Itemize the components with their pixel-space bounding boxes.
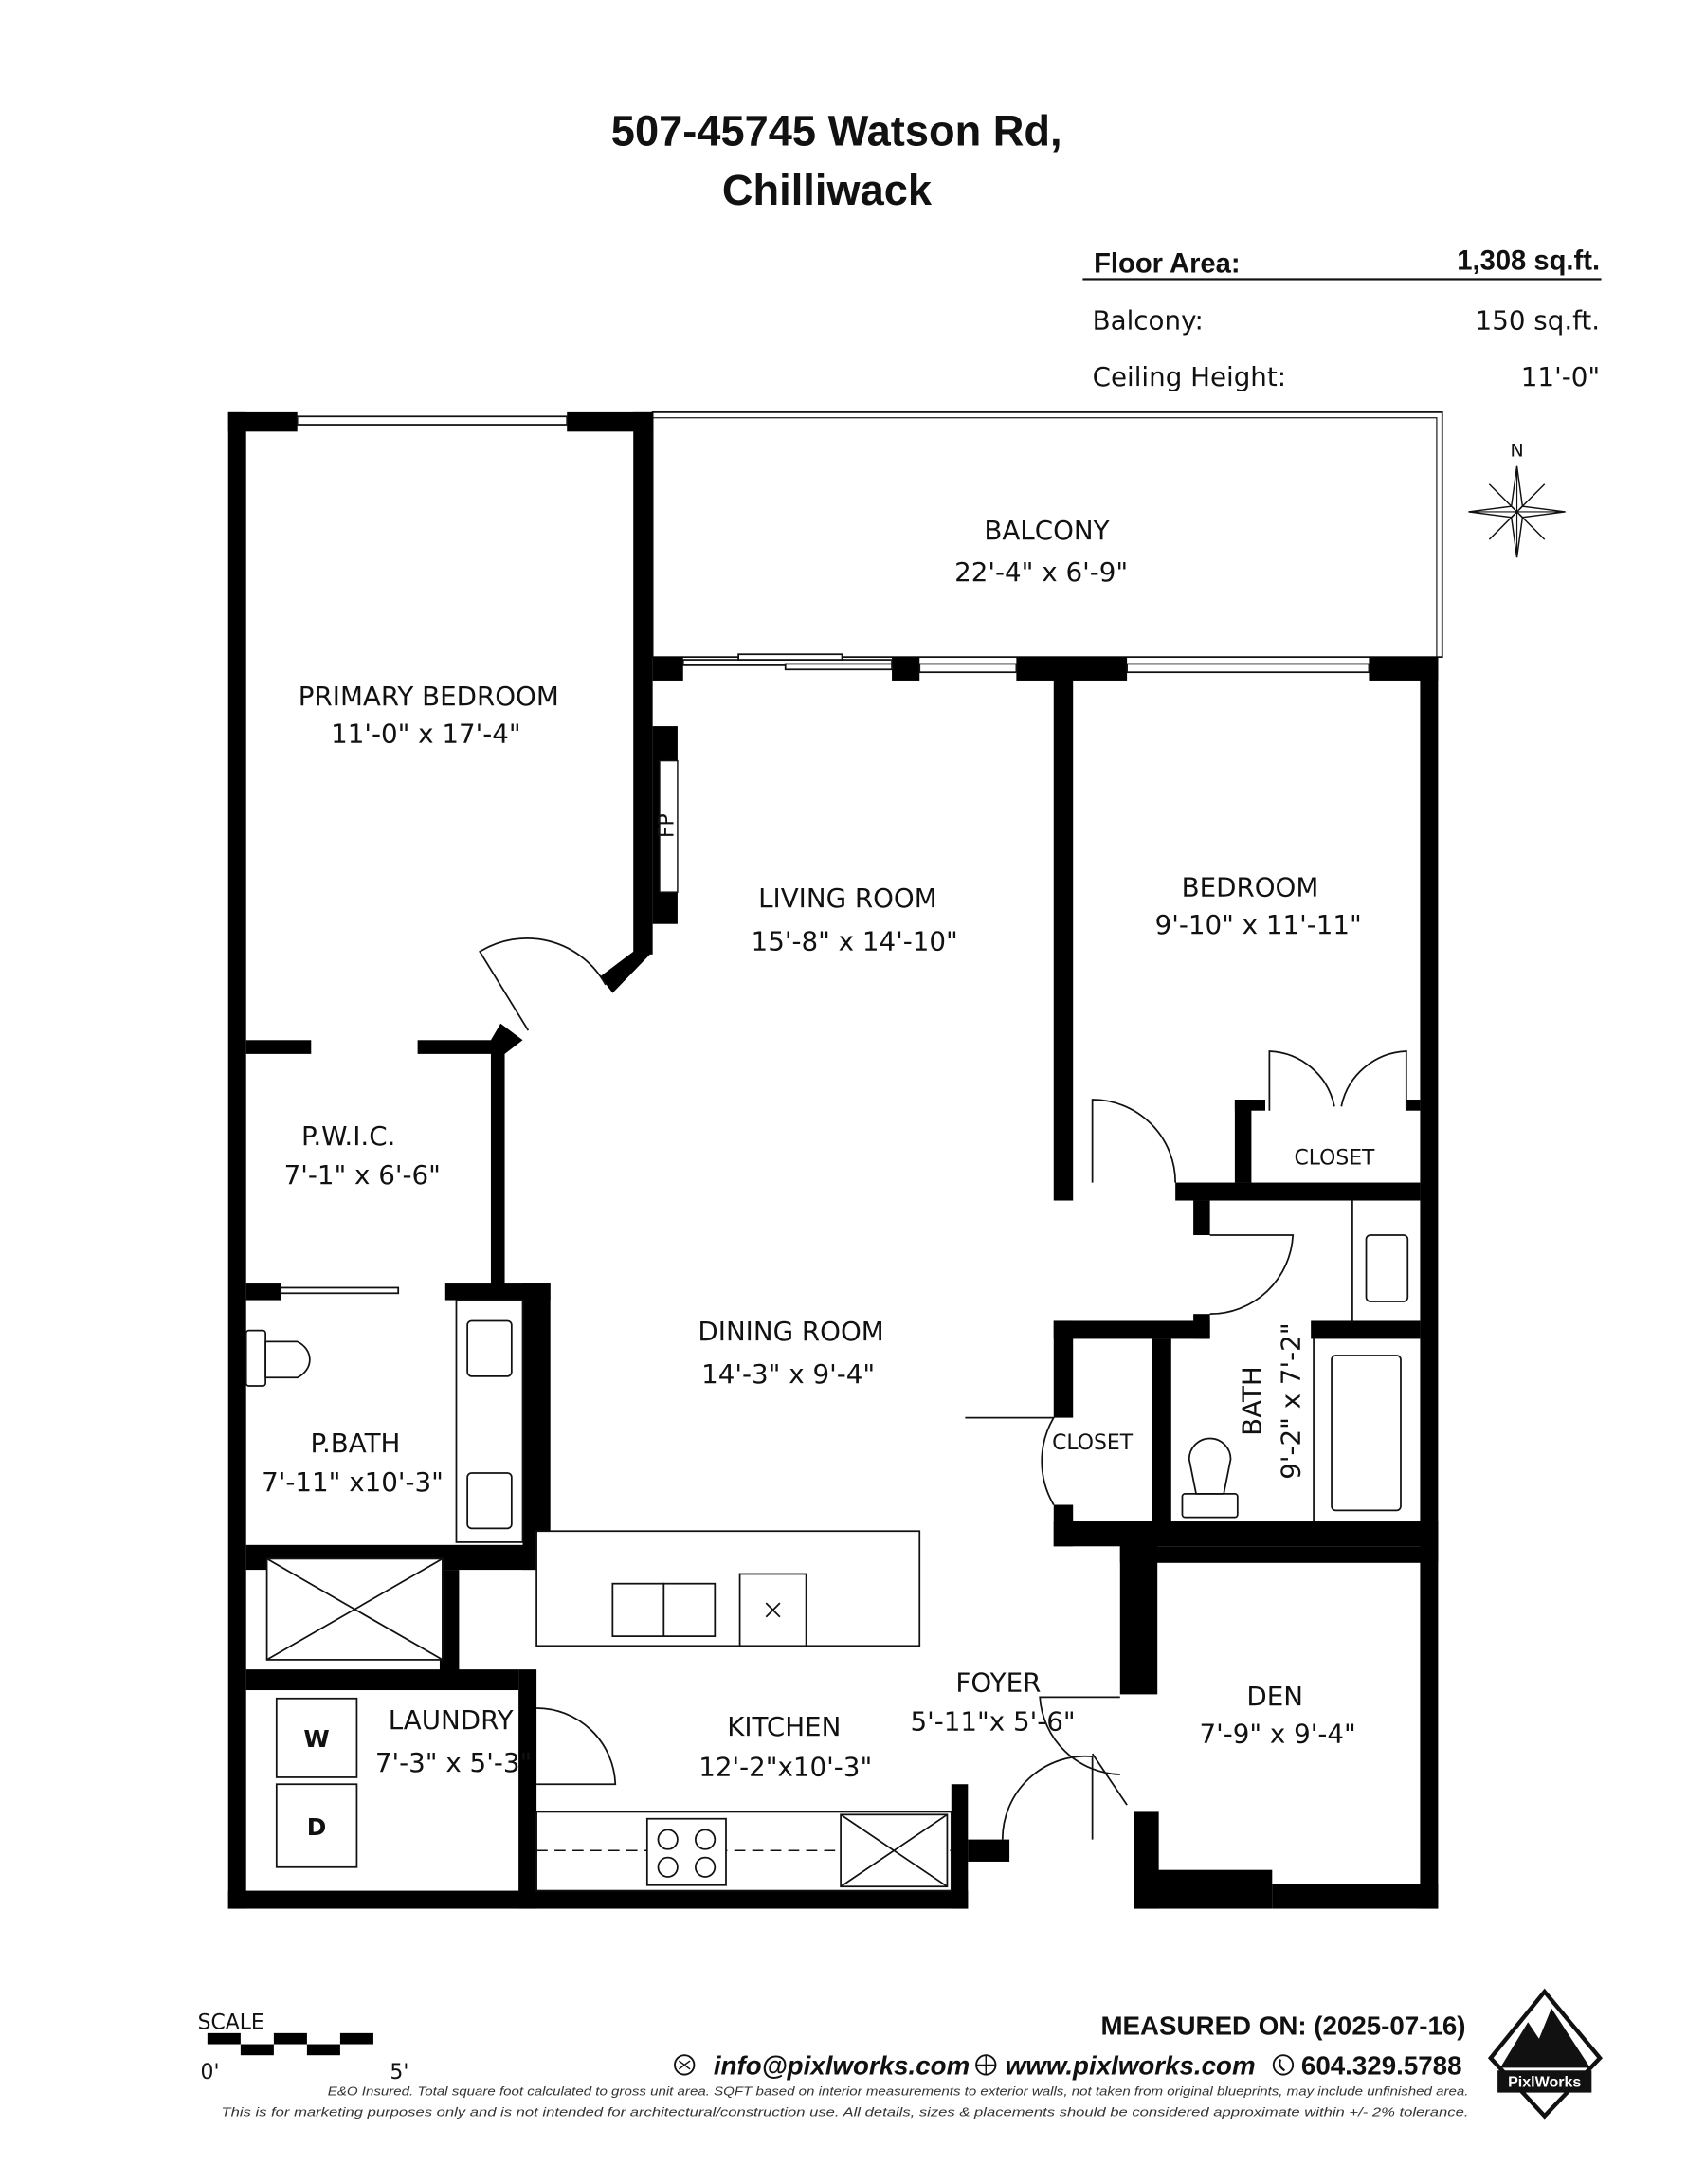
- doors: [479, 937, 1407, 1840]
- walls: [227, 411, 1439, 1909]
- primary-bedroom-name: PRIMARY BEDROOM: [299, 681, 559, 712]
- contact-phone: 604.329.5788: [1301, 2051, 1462, 2081]
- scale-end: 5': [390, 2061, 408, 2084]
- disclaimer-line-1: E&O Insured. Total square foot calculate…: [328, 2084, 1469, 2099]
- p-bath-name: P.BATH: [311, 1428, 401, 1459]
- stove-icon: [645, 1817, 727, 1886]
- logo-text: PixlWorks: [1508, 2074, 1581, 2091]
- bedroom-name: BEDROOM: [1182, 872, 1319, 903]
- dining-room-size: 14'-3" x 9'-4": [701, 1358, 875, 1390]
- measured-on: MEASURED ON: (2025-07-16): [1100, 2011, 1465, 2040]
- north-label: N: [1510, 441, 1523, 462]
- foyer-name: FOYER: [955, 1666, 1041, 1698]
- phone-icon: [1272, 2054, 1295, 2076]
- balcony-name: BALCONY: [984, 515, 1109, 546]
- bath-name: BATH: [1237, 1366, 1268, 1436]
- contact-email: info@pixlworks.com: [714, 2051, 970, 2081]
- den-name: DEN: [1246, 1681, 1303, 1712]
- globe-icon: [975, 2054, 997, 2076]
- pixlworks-logo: PixlWorks: [1487, 1988, 1604, 2120]
- toilet-icon: [245, 1329, 311, 1387]
- foyer-size: 5'-11"x 5'-6": [911, 1705, 1076, 1737]
- pwic-name: P.W.I.C.: [301, 1120, 395, 1152]
- ceiling-height-label: Ceiling Height:: [1093, 361, 1286, 392]
- toilet-icon: [1181, 1437, 1239, 1519]
- kitchen-name: KITCHEN: [727, 1711, 841, 1742]
- balcony-area-label: Balcony:: [1093, 304, 1204, 336]
- laundry-size: 7'-3" x 5'-3": [375, 1747, 532, 1778]
- area-table: Floor Area: 1,308 sq.ft. Balcony: 150 sq…: [1082, 246, 1602, 392]
- scale-bar: SCALE 0' 5': [198, 2011, 409, 2084]
- address-line-2: Chilliwack: [722, 166, 933, 214]
- fixtures: W D: [245, 1200, 1409, 1892]
- kitchen-island: [535, 1530, 921, 1647]
- bath-size: 9'-2" x 7'-2": [1275, 1322, 1306, 1479]
- scale-label: SCALE: [198, 2011, 264, 2034]
- laundry-name: LAUNDRY: [389, 1704, 514, 1736]
- den-size: 7'-9" x 9'-4": [1199, 1718, 1355, 1749]
- balcony-size: 22'-4" x 6'-9": [954, 556, 1128, 588]
- dryer-label: D: [307, 1813, 327, 1841]
- email-icon: [674, 2054, 696, 2076]
- bedroom-closet-name: CLOSET: [1294, 1147, 1375, 1171]
- address-line-1: 507-45745 Watson Rd,: [611, 106, 1062, 155]
- washer-label: W: [303, 1725, 329, 1753]
- primary-bedroom-size: 11'-0" x 17'-4": [331, 719, 521, 750]
- bathtub-icon: [1331, 1355, 1402, 1512]
- dining-room-name: DINING ROOM: [698, 1316, 883, 1347]
- windows: [280, 415, 1370, 1295]
- kitchen-sink-icon: [611, 1582, 665, 1637]
- hall-closet-name: CLOSET: [1052, 1431, 1134, 1455]
- disclaimer-line-2: This is for marketing purposes only and …: [221, 2104, 1468, 2119]
- ceiling-height-value: 11'-0": [1521, 361, 1600, 392]
- pwic-size: 7'-1" x 6'-6": [284, 1159, 441, 1191]
- floor-area-value: 1,308 sq.ft.: [1457, 246, 1600, 277]
- bath-sink-icon: [1365, 1234, 1409, 1302]
- bedroom-size: 9'-10" x 11'-11": [1155, 909, 1362, 940]
- p-bath-size: 7'-11" x10'-3": [262, 1466, 444, 1498]
- fireplace-label: FP: [656, 813, 680, 838]
- floor-area-label: Floor Area:: [1094, 249, 1241, 280]
- living-room-name: LIVING ROOM: [758, 883, 937, 914]
- contact-website: www.pixlworks.com: [1006, 2051, 1256, 2081]
- compass-rose-icon: N: [1468, 441, 1566, 558]
- scale-start: 0': [201, 2061, 220, 2084]
- table-underline: [1082, 278, 1602, 281]
- room-labels: BALCONY 22'-4" x 6'-9" PRIMARY BEDROOM 1…: [262, 515, 1375, 1782]
- living-room-size: 15'-8" x 14'-10": [752, 925, 958, 956]
- washer-icon: W: [275, 1697, 358, 1778]
- fireplace: FP: [656, 759, 680, 893]
- footer: MEASURED ON: (2025-07-16) info@pixlworks…: [221, 1988, 1604, 2120]
- dryer-icon: D: [275, 1783, 358, 1868]
- kitchen-size: 12'-2"x10'-3": [698, 1751, 872, 1782]
- balcony-area-value: 150 sq.ft.: [1476, 304, 1601, 336]
